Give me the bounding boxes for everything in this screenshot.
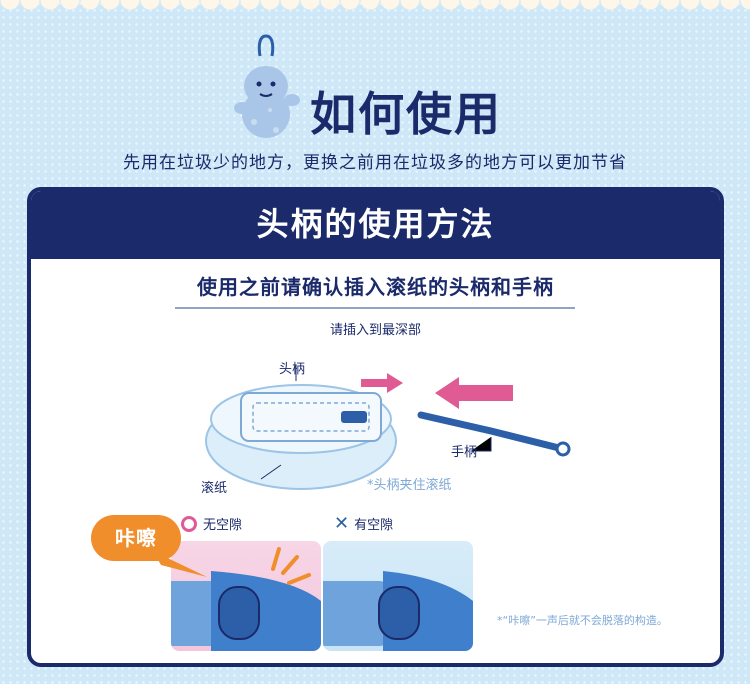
no-gap-panel [171,541,321,651]
circle-icon [181,515,197,532]
usage-card: 头柄的使用方法 使用之前请确认插入滚纸的头柄和手柄 请插入到最深部 头柄 手柄 … [27,187,724,667]
gap-illustration [323,571,473,651]
page-subtitle: 先用在垃圾少的地方，更换之前用在垃圾多的地方可以更加节省 [123,153,627,173]
clip-note: *头柄夹住滚纸 [367,478,452,493]
footnote: *“咔嚓”一声后就不会脱落的构造。 [497,614,668,627]
page-title: 如何使用 [310,87,502,141]
cross-icon: ✕ [334,512,350,534]
scalloped-top-border [0,0,750,14]
page-header: 如何使用 [0,30,750,141]
no-gap-illustration [171,547,321,651]
no-gap-label: 无空隙 [181,514,242,533]
insert-note: 请插入到最深部 [329,323,421,338]
gap-text: 有空隙 [354,518,394,533]
label-roll: 滚纸 [201,481,228,496]
card-heading: 使用之前请确认插入滚纸的头柄和手柄 [197,275,554,299]
gap-panel [323,541,473,651]
assembly-illustration [205,365,571,490]
card-title: 头柄的使用方法 [31,191,720,259]
divider [175,307,575,309]
gap-label: ✕ 有空隙 [334,514,393,533]
badge-pointer [153,551,207,577]
label-handle: 手柄 [451,445,478,460]
click-badge: 咔嚓 [91,515,181,561]
fluffy-mascot-icon [234,34,300,138]
label-head: 头柄 [279,362,306,377]
no-gap-text: 无空隙 [203,518,243,533]
